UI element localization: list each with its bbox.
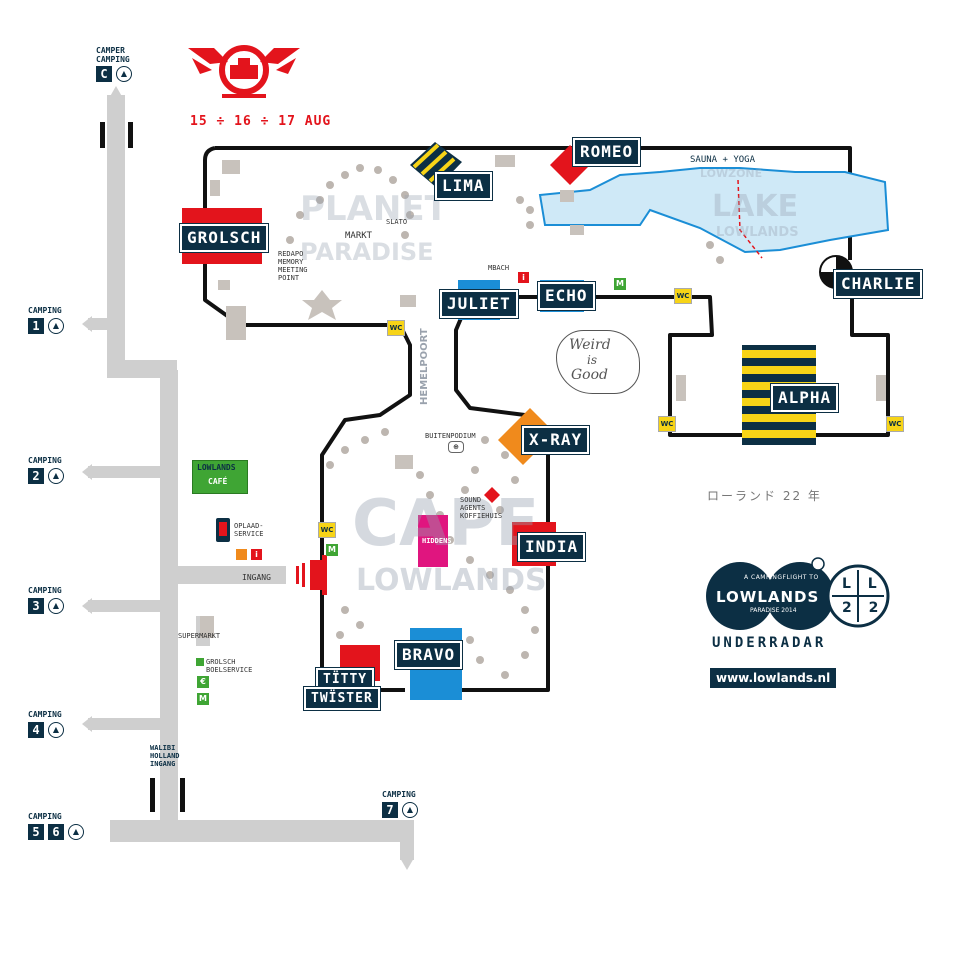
area-hemelpoort: HEMELPOORT <box>419 328 430 405</box>
place-oplaadservice[interactable]: OPLAAD- SERVICE <box>234 522 264 538</box>
lowlands-cafe-label-2: CAFÉ <box>208 477 228 486</box>
festival-dates: 15 ÷ 16 ÷ 17 AUG <box>190 114 332 129</box>
camping-2-number[interactable]: 2 <box>28 468 44 484</box>
area-planet: PLANET <box>300 189 448 229</box>
venue-blocks <box>200 155 886 638</box>
place-hiddens[interactable]: HIDDENS <box>422 537 452 545</box>
camping-4-number[interactable]: 4 <box>28 722 44 738</box>
stage-titty-twister-line1[interactable]: TÏTTY <box>314 667 376 690</box>
camping-1-tent-icon: ▲ <box>48 318 64 334</box>
stage-romeo[interactable]: ROMEO <box>571 137 642 167</box>
area-cape-sub: LOWLANDS <box>356 563 547 598</box>
place-buitenpodium[interactable]: BUITENPODIUM <box>425 432 476 440</box>
camping-3-number[interactable]: 3 <box>28 598 44 614</box>
good-text: Good <box>571 367 609 383</box>
camping-56-title: CAMPING <box>28 812 62 821</box>
area-lake: LAKE <box>712 189 799 224</box>
weird-text: Weird <box>569 337 611 353</box>
place-memory-point[interactable]: REDAPO MEMORY MEETING POINT <box>278 250 308 282</box>
lima-stripes <box>410 142 462 188</box>
place-walibi-ingang[interactable]: WALIBI HOLLAND INGANG <box>150 744 180 768</box>
gate-bars <box>100 122 185 812</box>
stage-grolsch[interactable]: GROLSCH <box>178 223 270 253</box>
lock-icon <box>236 549 247 560</box>
wc-icon-cape: WC <box>318 522 336 538</box>
camping-7-title: CAMPING <box>382 790 416 799</box>
weird-is-good-badge: Weird is Good <box>556 330 640 394</box>
stage-lima[interactable]: LIMA <box>434 171 493 201</box>
lowlands-cafe-label-1: LOWLANDS <box>197 463 236 472</box>
camping-7-tent-icon: ▲ <box>402 802 418 818</box>
metro-icon-echo: M <box>614 278 626 290</box>
camping-7-number[interactable]: 7 <box>382 802 398 818</box>
japanese-text: ローランド 22 年 <box>707 489 822 503</box>
brand-url-link[interactable]: www.lowlands.nl <box>710 668 837 688</box>
brand-ll-top: L L <box>842 576 883 592</box>
wc-icon-echo: WC <box>674 288 692 304</box>
place-sauna-yoga[interactable]: SAUNA + YOGA <box>690 155 756 165</box>
stage-xray[interactable]: X-RAY <box>520 425 591 455</box>
brand-ll-bottom: 2 2 <box>842 600 885 616</box>
stage-titty-twister-line2[interactable]: TWÏSTER <box>303 686 381 711</box>
wc-icon-alpha-right: WC <box>886 416 904 432</box>
stage-bravo[interactable]: BRAVO <box>393 640 464 670</box>
brand-tagline: A CAMPINGFLIGHT TO <box>744 574 819 581</box>
phone-icon <box>216 518 230 542</box>
place-ingang[interactable]: INGANG <box>242 573 271 582</box>
camping-c-number[interactable]: C <box>96 66 112 82</box>
wc-icon-grolsch: WC <box>387 320 405 336</box>
metro-icon-service: M <box>197 693 209 705</box>
stage-echo[interactable]: ECHO <box>537 281 596 311</box>
euro-icon: € <box>197 676 209 688</box>
stage-india[interactable]: INDIA <box>516 532 587 562</box>
camping-5-number[interactable]: 5 <box>28 824 44 840</box>
place-grolsch-service[interactable]: GROLSCH BOELSERVICE <box>206 658 253 674</box>
camping-1-number[interactable]: 1 <box>28 318 44 334</box>
branding-badges <box>706 557 890 630</box>
camping-3-tent-icon: ▲ <box>48 598 64 614</box>
lowzone-path <box>737 179 763 259</box>
camping-c-title: CAMPER CAMPING <box>96 46 130 64</box>
metro-icon-cape: M <box>326 544 338 556</box>
stage-charlie[interactable]: CHARLIE <box>832 269 924 299</box>
venue-dots <box>286 164 724 679</box>
stage-alpha[interactable]: ALPHA <box>769 383 840 413</box>
camping-c-tent-icon: ▲ <box>116 66 132 82</box>
camping-4-tent-icon: ▲ <box>48 722 64 738</box>
camping-56-tent-icon: ▲ <box>68 824 84 840</box>
camping-2-title: CAMPING <box>28 456 62 465</box>
stage-juliet[interactable]: JULIET <box>439 289 519 319</box>
area-cape: CAPE <box>352 487 540 561</box>
place-sound-agents[interactable]: SOUND AGENTS KOFFIEHUIS <box>460 496 503 520</box>
camping-6-number[interactable]: 6 <box>48 824 64 840</box>
camping-3-title: CAMPING <box>28 586 62 595</box>
wc-icon-alpha-left: WC <box>658 416 676 432</box>
camping-4-title: CAMPING <box>28 710 62 719</box>
info-icon-juliet: i <box>518 272 529 283</box>
buitenpodium-icon: ⊕ <box>448 441 464 453</box>
place-mbach[interactable]: MBACH <box>488 264 510 272</box>
brand-underradar: UNDERRADAR <box>712 635 827 651</box>
brand-name: LOWLANDS <box>716 588 820 606</box>
area-lowzone: LOWZONE <box>700 167 763 180</box>
is-text: is <box>587 353 597 367</box>
place-slato[interactable]: SLATO <box>386 218 408 226</box>
grolsch-service-square <box>196 658 204 666</box>
info-icon-ingang: i <box>251 549 262 560</box>
area-paradise: PARADISE <box>300 238 434 266</box>
camping-1-title: CAMPING <box>28 306 62 315</box>
entrance-fan <box>296 555 327 595</box>
place-markt[interactable]: MARKT <box>345 231 373 241</box>
lowlands-logo <box>188 45 300 98</box>
area-lake-sub: LOWLANDS <box>716 225 799 240</box>
place-supermarkt[interactable]: SUPERMARKT <box>178 632 221 640</box>
brand-sub: PARADISE 2014 <box>750 607 797 614</box>
camping-2-tent-icon: ▲ <box>48 468 64 484</box>
lowlands-cafe-box[interactable] <box>192 460 248 494</box>
lake-water <box>538 167 890 254</box>
